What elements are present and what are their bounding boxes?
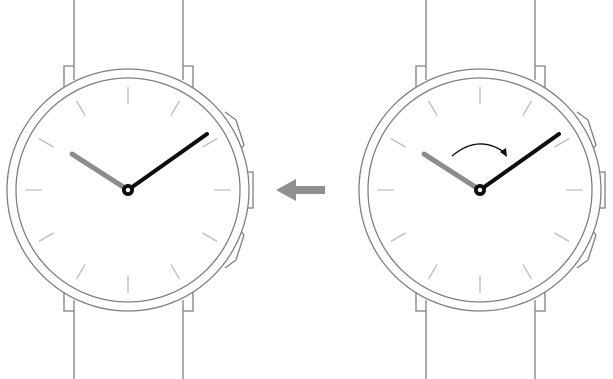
left-arrow-icon bbox=[276, 179, 325, 201]
hand-pivot-center bbox=[478, 188, 482, 192]
strap-bottom bbox=[74, 300, 183, 379]
strap-top bbox=[74, 0, 183, 80]
strap-top bbox=[426, 0, 535, 80]
strap-bottom bbox=[426, 300, 535, 379]
hand-pivot-center bbox=[126, 188, 130, 192]
